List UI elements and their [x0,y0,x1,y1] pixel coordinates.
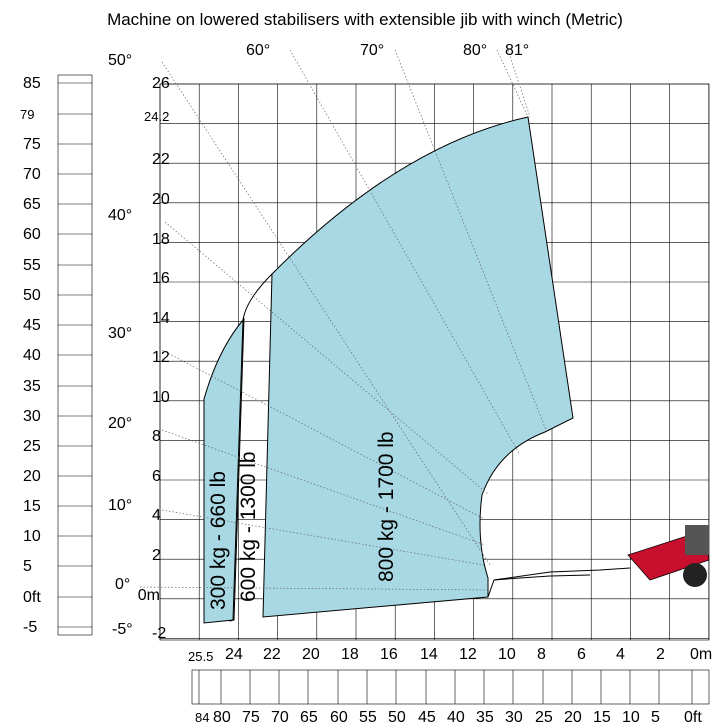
ft-scale-label: 5 [23,558,32,575]
reach-ft-label: 60 [330,709,348,726]
reach-label: 24 [225,646,243,663]
reach-ft-label: 0ft [684,709,702,726]
angle-label: 30° [108,325,132,342]
zone-label-800: 800 kg - 1700 lb [375,431,398,582]
ft-scale-label: 15 [23,498,41,515]
left-ft-scale: 85 79 75 70 65 60 55 50 45 40 35 30 25 20 15 10 5 0ft -5 [20,74,93,636]
reach-ft-label: 45 [418,709,436,726]
angle-rays [139,49,547,591]
zone-800kg [262,116,574,618]
chart-title: Machine on lowered stabilisers with exte… [107,10,623,29]
height-label: 12 [152,349,170,366]
height-labels: 26 24.2 22 20 18 16 14 12 10 8 6 4 2 0m -2 [138,75,170,642]
top-angle-label: 80° [463,42,487,59]
height-label: 6 [152,468,161,485]
height-label: 10 [152,389,170,406]
ft-scale-label: 40 [23,347,41,364]
reach-label: 14 [420,646,438,663]
reach-label: 25.5 [188,649,213,664]
reach-ft-label: 15 [593,709,611,726]
angle-label: -5° [112,621,133,638]
reach-ft-label: 5 [651,709,660,726]
height-label: 14 [152,310,170,327]
reach-ft-label: 50 [388,709,406,726]
height-label: 20 [152,191,170,208]
reach-ft-label: 30 [505,709,523,726]
height-label: 22 [152,151,170,168]
angle-label: 10° [108,497,132,514]
top-angle-labels: 60° 70° 80° 81° [246,42,529,59]
reach-label: 4 [616,646,625,663]
ft-scale-label: 45 [23,317,41,334]
zone-labels: 300 kg - 660 lb 600 kg - 1300 lb 800 kg … [207,431,398,610]
angle-label: 0° [115,576,130,593]
zone-300kg [203,318,244,624]
reach-ft-label: 40 [447,709,465,726]
reach-ft-label: 20 [564,709,582,726]
reach-ft-label: 55 [359,709,377,726]
reach-labels: 25.5 24 22 20 18 16 14 12 10 8 6 4 2 0m [188,646,712,664]
ft-scale-label: 70 [23,166,41,183]
ft-scale-label: 30 [23,408,41,425]
height-label: 8 [152,428,161,445]
height-label: 4 [152,507,161,524]
angle-label: 40° [108,207,132,224]
load-zones [203,116,574,624]
bottom-ft-scale: 84 80 75 70 65 60 55 50 45 40 35 30 25 20 15 10 5 0ft [191,669,710,726]
ft-scale-label: 65 [23,196,41,213]
angle-labels: 50° 40° 30° 20° 10° 0° -5° [108,52,133,638]
telehandler-cab [685,525,709,555]
ft-scale-label: 10 [23,528,41,545]
machine [487,525,710,598]
telehandler-wheel [683,563,707,587]
ft-scale-label: 25 [23,438,41,455]
reach-label: 20 [302,646,320,663]
zone-label-600: 600 kg - 1300 lb [237,451,260,602]
reach-ft-label: 25 [535,709,553,726]
reach-label: 10 [498,646,516,663]
top-angle-label: 81° [505,42,529,59]
ft-scale-label: 60 [23,226,41,243]
top-angle-label: 70° [360,42,384,59]
outer-arc [242,273,273,321]
ft-scale-label: -5 [23,619,37,636]
reach-label: 22 [263,646,281,663]
reach-ft-label: 84 [195,710,209,725]
reach-ft-label: 65 [300,709,318,726]
reach-label: 0m [690,646,712,663]
jib-arm [487,567,631,598]
reach-ft-label: 75 [242,709,260,726]
ft-scale-label: 55 [23,257,41,274]
ft-scale-label: 85 [23,75,41,92]
reach-label: 8 [537,646,546,663]
ft-scale-label: 20 [23,468,41,485]
reach-label: 2 [656,646,665,663]
height-label: 18 [152,231,170,248]
height-label: 0m [138,587,160,604]
ft-scale-label: 0ft [23,589,41,606]
angle-label: 20° [108,415,132,432]
ft-scale-label: 35 [23,378,41,395]
reach-ft-label: 10 [622,709,640,726]
reach-ft-label: 35 [476,709,494,726]
reach-label: 6 [577,646,586,663]
height-label: -2 [152,625,166,642]
height-label: 26 [152,75,170,92]
height-label: 2 [152,547,161,564]
reach-ft-label: 70 [271,709,289,726]
height-label: 24.2 [144,109,169,124]
reach-label: 16 [380,646,398,663]
top-angle-label: 60° [246,42,270,59]
zone-label-300: 300 kg - 660 lb [207,471,230,610]
height-label: 16 [152,270,170,287]
ft-scale-label: 75 [23,136,41,153]
reach-label: 12 [459,646,477,663]
reach-ft-label: 80 [213,709,231,726]
angle-label: 50° [108,52,132,69]
reach-label: 18 [341,646,359,663]
ft-scale-label: 50 [23,287,41,304]
ft-scale-label: 79 [20,107,34,122]
